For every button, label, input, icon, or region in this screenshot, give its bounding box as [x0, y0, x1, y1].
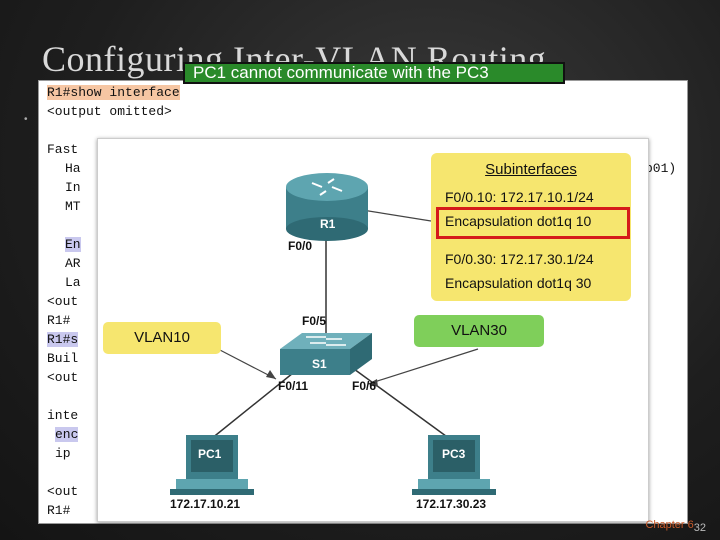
cli-line: inte [47, 408, 79, 423]
arrow-vlan10-head [266, 370, 276, 379]
router-port-label: F0/0 [288, 239, 313, 253]
arrow-vlan30 [367, 348, 479, 385]
switch-port-right: F0/6 [352, 379, 377, 393]
arrow-subif [355, 208, 432, 222]
cli-line: La [65, 275, 81, 290]
cli-line: <out [47, 484, 79, 499]
cli-line: <out [47, 370, 79, 385]
cli-line: AR [65, 256, 81, 271]
vlan30-label: VLAN30 [414, 315, 544, 347]
cli-line: <output omitted> [47, 104, 172, 119]
cli-line: R1# [47, 503, 71, 518]
arrow-vlan30-head [368, 379, 378, 387]
switch-name: S1 [312, 357, 327, 371]
pc3-icon [412, 435, 496, 495]
cli-line: MT [65, 199, 81, 214]
pc3-name: PC3 [442, 447, 466, 461]
arrow-vlan10 [217, 348, 277, 380]
cli-line: ip [55, 446, 71, 461]
callout-banner: PC1 cannot communicate with the PC3 [183, 62, 565, 84]
subif-line: Encapsulation dot1q 30 [445, 275, 592, 291]
vlan10-label: VLAN10 [103, 322, 221, 354]
cli-line: Fast [47, 142, 79, 157]
cli-line: <out [47, 294, 79, 309]
network-diagram: R1 F0/0 F0/5 S1 F0/11 F0/6 PC1 172.17.10… [97, 138, 649, 522]
cli-line: R1#show interface [47, 85, 180, 100]
subif-line: F0/0.10: 172.17.10.1/24 [445, 189, 594, 205]
switch-icon [280, 333, 372, 375]
subinterfaces-box: Subinterfaces F0/0.10: 172.17.10.1/24 En… [431, 153, 631, 301]
cli-line: enc [55, 427, 79, 442]
bullet-marker: • [24, 114, 28, 125]
router-icon [286, 173, 368, 241]
slide-footer: Chapter 632 [645, 519, 706, 534]
cli-line: R1#s [47, 332, 79, 347]
cli-line: In [65, 180, 81, 195]
cli-line: Buil [47, 351, 79, 366]
router-name: R1 [320, 217, 336, 231]
link-s1-pc1 [210, 368, 299, 440]
pc1-name: PC1 [198, 447, 222, 461]
chapter-label: Chapter 6 [645, 518, 694, 531]
pc1-ip: 172.17.10.21 [170, 497, 241, 511]
cli-line: b01) [645, 161, 677, 176]
topology-svg [170, 173, 496, 495]
page-number: 32 [693, 522, 706, 534]
cli-line: R1# [47, 313, 71, 328]
subif-line: Encapsulation dot1q 10 [445, 213, 592, 229]
pc3-ip: 172.17.30.23 [416, 497, 487, 511]
link-s1-pc3 [353, 368, 451, 440]
pc1-icon [170, 435, 254, 495]
cli-line: Ha [65, 161, 81, 176]
switch-port-top: F0/5 [302, 314, 327, 328]
highlight-box [436, 207, 630, 239]
cli-line: En [65, 237, 81, 252]
subinterfaces-title: Subinterfaces [485, 161, 577, 178]
switch-port-left: F0/11 [278, 379, 309, 393]
subif-line: F0/0.30: 172.17.30.1/24 [445, 251, 594, 267]
